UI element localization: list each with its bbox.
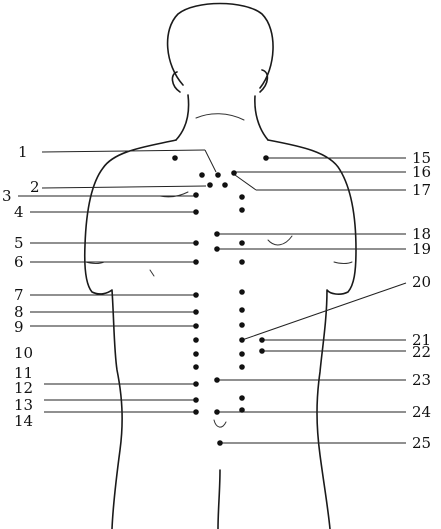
point-10 <box>193 337 199 343</box>
point-9 <box>193 323 199 329</box>
label-3: 3 <box>2 187 12 205</box>
neck-right <box>254 95 269 141</box>
point-11 <box>193 364 199 370</box>
point-14 <box>193 409 199 415</box>
point-6 <box>193 259 199 265</box>
label-5: 5 <box>14 234 24 252</box>
hairline <box>195 113 245 121</box>
point-cluster-b <box>215 172 221 178</box>
point-12 <box>193 381 199 387</box>
point-rc-4 <box>239 322 245 328</box>
right-ear <box>259 69 269 93</box>
label-2: 2 <box>30 178 40 196</box>
leader-1b <box>204 149 217 173</box>
point-20 <box>239 337 245 343</box>
point-rc-7 <box>239 395 245 401</box>
label-21: 21 <box>412 331 431 349</box>
point-cluster-c <box>231 170 237 176</box>
sacral-mark <box>213 419 227 428</box>
label-10: 10 <box>14 344 33 362</box>
right-shoulder-torso <box>267 139 357 529</box>
label-22: 22 <box>412 343 431 361</box>
point-7 <box>193 292 199 298</box>
label-4: 4 <box>14 203 24 221</box>
label-15: 15 <box>412 149 431 167</box>
label-25: 25 <box>412 434 431 452</box>
point-rc-1 <box>239 240 245 246</box>
point-22 <box>259 348 265 354</box>
label-16: 16 <box>412 163 431 181</box>
point-10b <box>193 351 199 357</box>
leader-lines <box>18 149 407 444</box>
label-24: 24 <box>412 403 431 421</box>
label-19: 19 <box>412 240 431 258</box>
point-23 <box>214 377 220 383</box>
right-arm-crease <box>333 261 353 264</box>
neck-left <box>175 94 190 141</box>
left-scapula-hint <box>149 269 155 277</box>
label-9: 9 <box>14 318 24 336</box>
point-cluster-d <box>222 182 228 188</box>
label-18: 18 <box>412 225 431 243</box>
left-ear <box>171 71 181 93</box>
head-outline <box>166 2 274 89</box>
leader-20 <box>241 282 407 341</box>
point-rc-2 <box>239 289 245 295</box>
label-20: 20 <box>412 273 431 291</box>
label-7: 7 <box>14 286 24 304</box>
label-11: 11 <box>14 364 33 382</box>
point-rc-6 <box>239 364 245 370</box>
point-21 <box>259 337 265 343</box>
point-4 <box>193 209 199 215</box>
label-8: 8 <box>14 303 24 321</box>
point-13 <box>193 397 199 403</box>
body-outline <box>83 2 357 529</box>
label-13: 13 <box>14 396 33 414</box>
label-12: 12 <box>14 379 33 397</box>
right-scapula-hint <box>267 235 293 246</box>
point-19 <box>214 246 220 252</box>
point-2 <box>207 182 213 188</box>
point-5 <box>193 240 199 246</box>
gluteal-cleft <box>217 469 221 529</box>
point-rc-5 <box>239 351 245 357</box>
point-cluster-a <box>199 172 205 178</box>
point-17a <box>239 194 245 200</box>
point-rc-8 <box>239 407 245 413</box>
point-25 <box>217 440 223 446</box>
point-24 <box>214 409 220 415</box>
label-23: 23 <box>412 371 431 389</box>
leader-17a <box>234 174 257 191</box>
point-3 <box>193 192 199 198</box>
acupoints <box>172 155 269 446</box>
point-labels: 1 2 3 4 5 6 7 8 9 10 11 12 13 14 15 16 1… <box>2 143 431 452</box>
point-18-center <box>214 231 220 237</box>
label-17: 17 <box>412 181 431 199</box>
left-shoulder-torso <box>83 139 177 529</box>
point-15 <box>263 155 269 161</box>
point-18 <box>239 259 245 265</box>
point-rc-3 <box>239 307 245 313</box>
point-8 <box>193 309 199 315</box>
leader-2 <box>41 185 207 189</box>
point-17b <box>239 207 245 213</box>
point-1 <box>172 155 178 161</box>
leader-1 <box>41 149 206 153</box>
label-6: 6 <box>14 253 24 271</box>
label-1: 1 <box>18 143 28 161</box>
label-14: 14 <box>14 412 33 430</box>
